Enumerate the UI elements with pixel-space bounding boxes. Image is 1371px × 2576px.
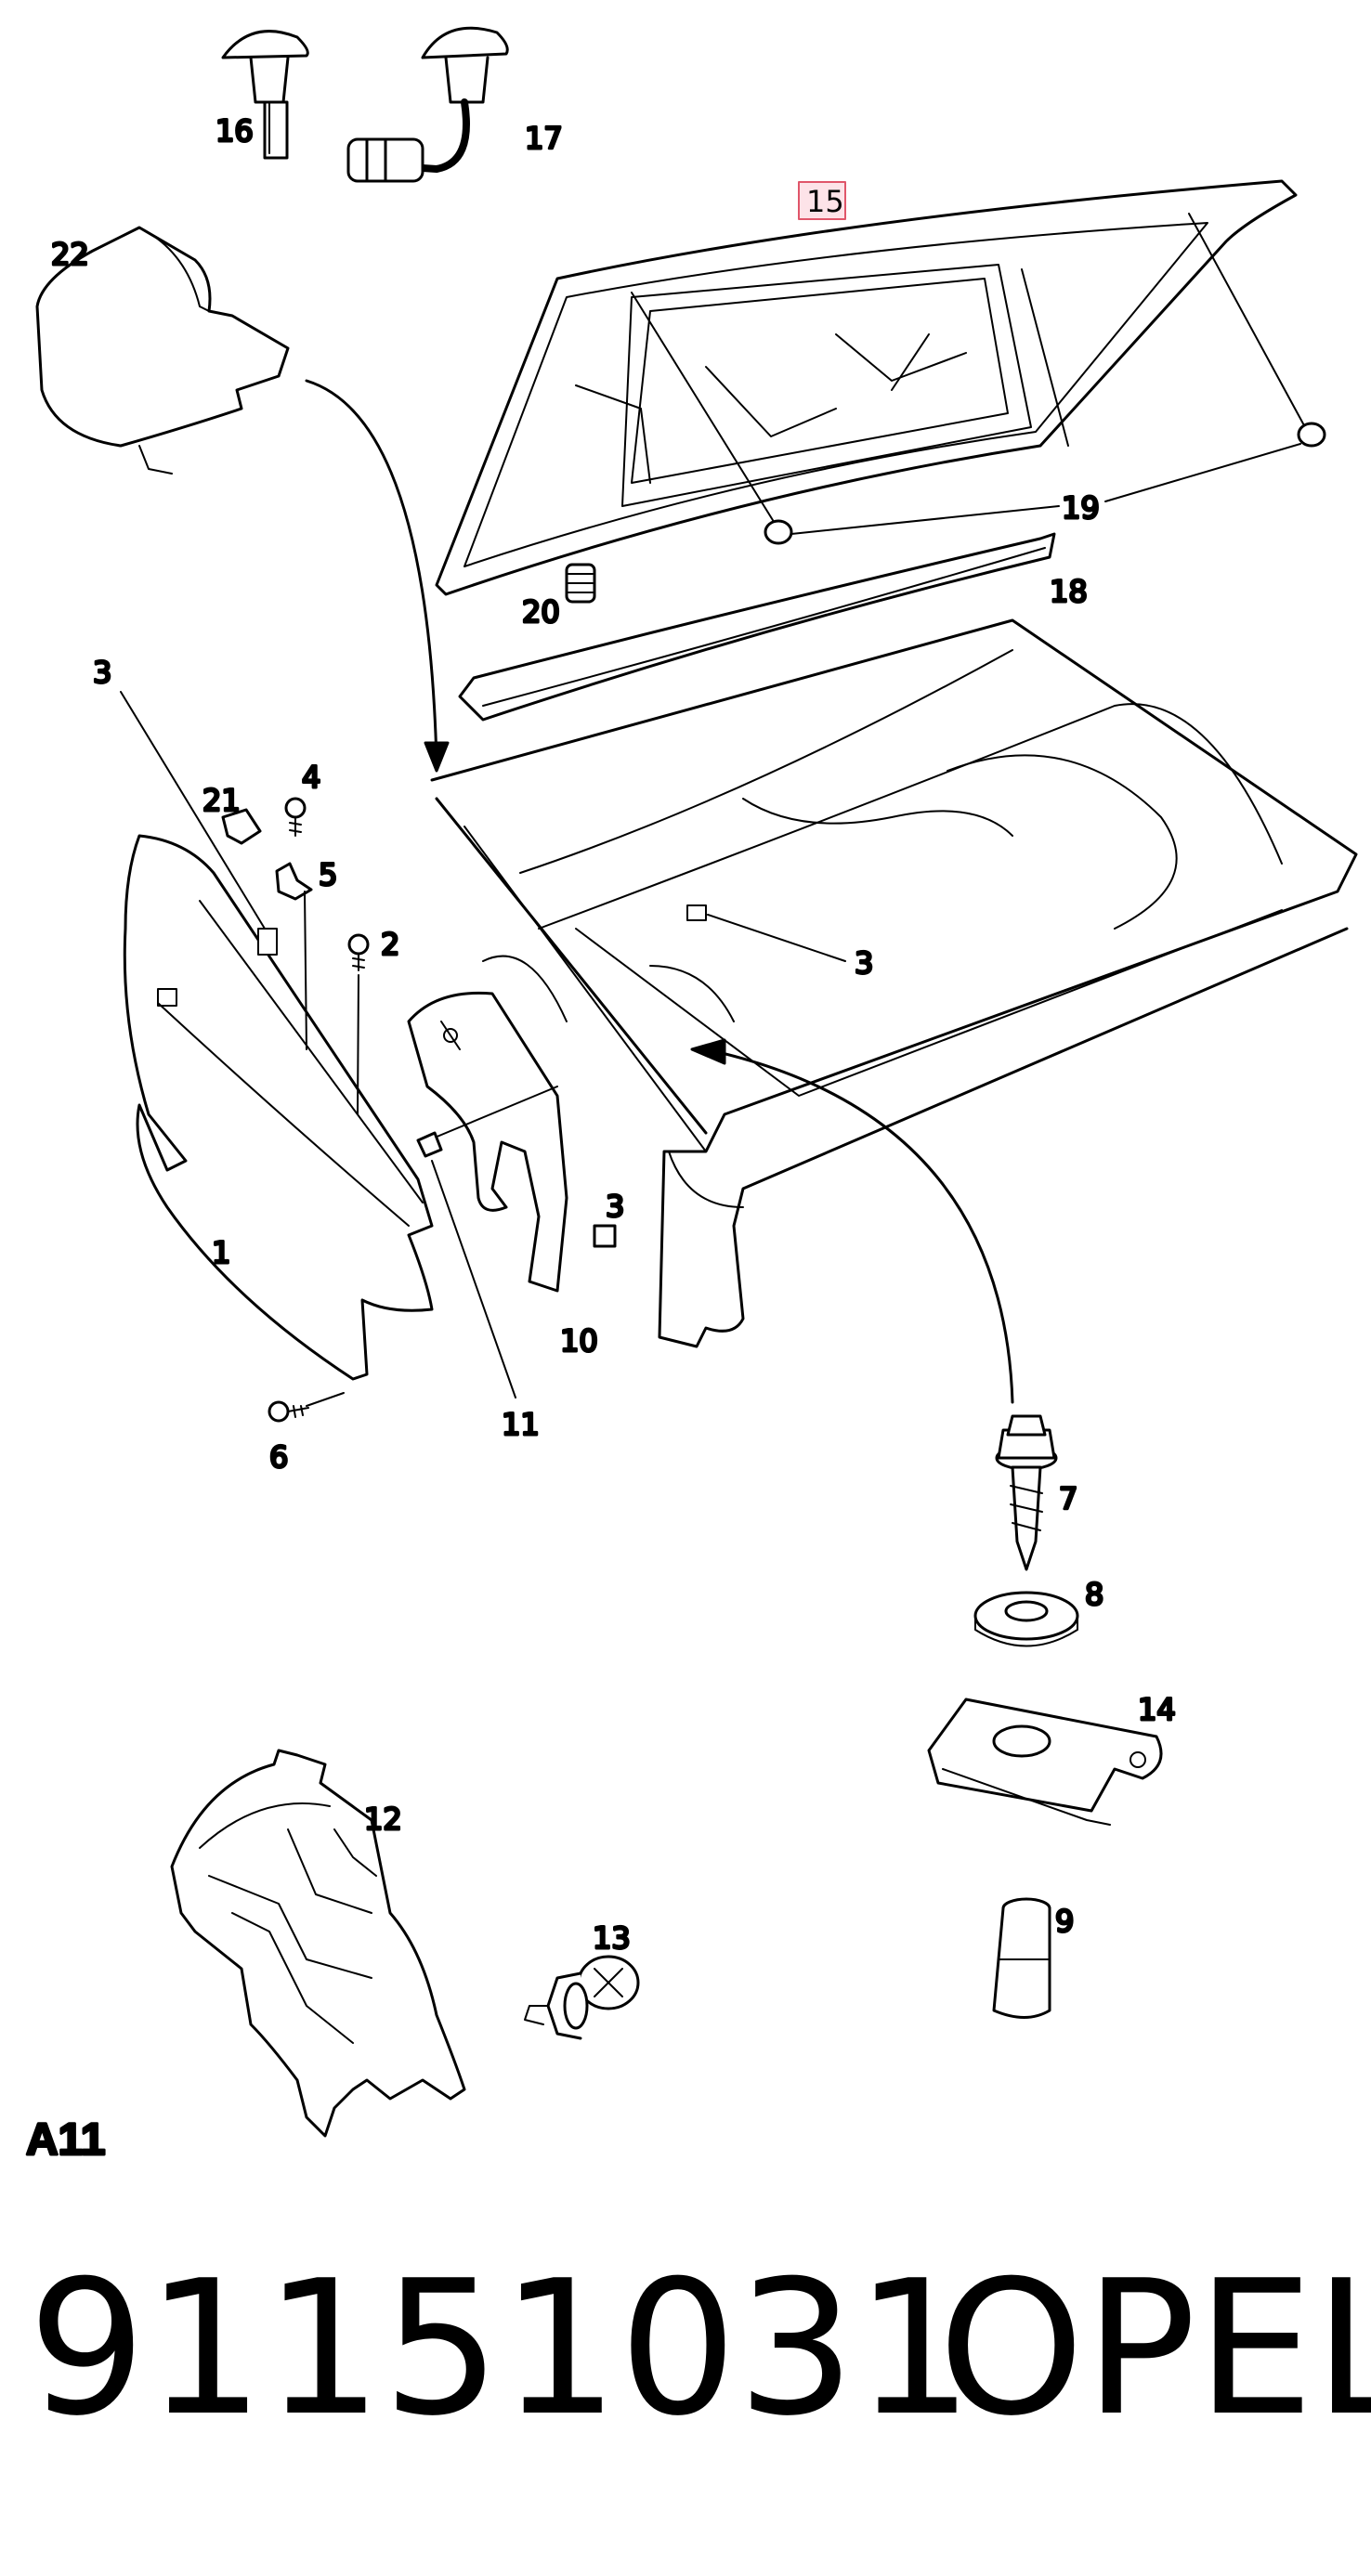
assembly-arrow (704, 1047, 1014, 1404)
callout-3: 3 (606, 1189, 624, 1224)
hex-bolt-part (995, 1414, 1058, 1571)
callout-11: 11 (502, 1407, 540, 1442)
side-trim-panel-part (123, 834, 434, 1381)
leader-line (304, 891, 307, 1050)
callout-13: 13 (593, 1920, 631, 1956)
bracket-outline (482, 955, 568, 1022)
callout-16: 16 (215, 113, 254, 149)
callout-17: 17 (525, 121, 563, 156)
callout-20: 20 (522, 594, 560, 630)
pin-clip-part (416, 1131, 443, 1158)
callout-3: 3 (93, 655, 111, 690)
trunk-body-part (430, 618, 1358, 1348)
threaded-stud-part (565, 563, 596, 604)
arrow-head (690, 1038, 726, 1065)
trim-cover-part (35, 226, 290, 475)
callout-5: 5 (319, 857, 337, 892)
fastener-clip-part (275, 862, 313, 901)
leader-line (707, 914, 846, 962)
washer-nozzle-part (221, 30, 309, 160)
callout-2: 2 (381, 927, 399, 962)
callout-7: 7 (1059, 1481, 1077, 1516)
callout-14: 14 (1138, 1692, 1176, 1727)
callout-15-highlighted: 15 (798, 181, 846, 220)
screw-part (268, 1400, 309, 1423)
callout-22: 22 (51, 237, 89, 272)
callout-6: 6 (269, 1439, 288, 1475)
small-screw-part (284, 797, 307, 837)
section-code: A11 (26, 2115, 105, 2165)
leader-line (431, 1160, 516, 1399)
clip-part (221, 808, 262, 845)
trunk-lid-part (435, 179, 1306, 596)
leader-line (1104, 443, 1301, 502)
speed-nut-part (927, 1698, 1163, 1826)
callout-15: 15 (806, 184, 844, 219)
brand-name: OPEL (938, 2241, 1371, 2457)
plug-part (992, 1897, 1051, 2019)
mounting-bracket-part (407, 991, 568, 1293)
part-number: 91151031 (28, 2241, 973, 2457)
leader-line (434, 1086, 558, 1138)
leader-line (306, 1392, 345, 1407)
leader-line (790, 505, 1060, 535)
callout-10: 10 (560, 1323, 598, 1359)
push-clip-part (524, 1955, 640, 2040)
rubber-bumper-part (764, 422, 1326, 545)
callout-21: 21 (202, 783, 241, 818)
small-screw-part (347, 933, 370, 971)
leader-line (357, 974, 359, 1115)
highlight-box (798, 181, 846, 220)
callout-4: 4 (302, 760, 320, 795)
callout-12: 12 (364, 1802, 402, 1837)
cage-nut-part (593, 1224, 617, 1248)
wheel-arch-liner-part (170, 1749, 466, 2138)
leader-line (120, 691, 266, 930)
callout-19: 19 (1062, 490, 1100, 526)
clip-part (257, 928, 278, 956)
callout-1: 1 (212, 1235, 230, 1270)
arrow-head (424, 741, 450, 773)
callout-3: 3 (855, 945, 873, 981)
assembly-arrow (305, 379, 438, 763)
callout-8: 8 (1085, 1577, 1103, 1612)
nozzle-with-hose-part (346, 26, 509, 183)
callout-18: 18 (1050, 574, 1088, 609)
weatherstrip-rail-part (458, 532, 1056, 722)
washer-part (973, 1591, 1079, 1647)
callout-9: 9 (1055, 1904, 1074, 1939)
